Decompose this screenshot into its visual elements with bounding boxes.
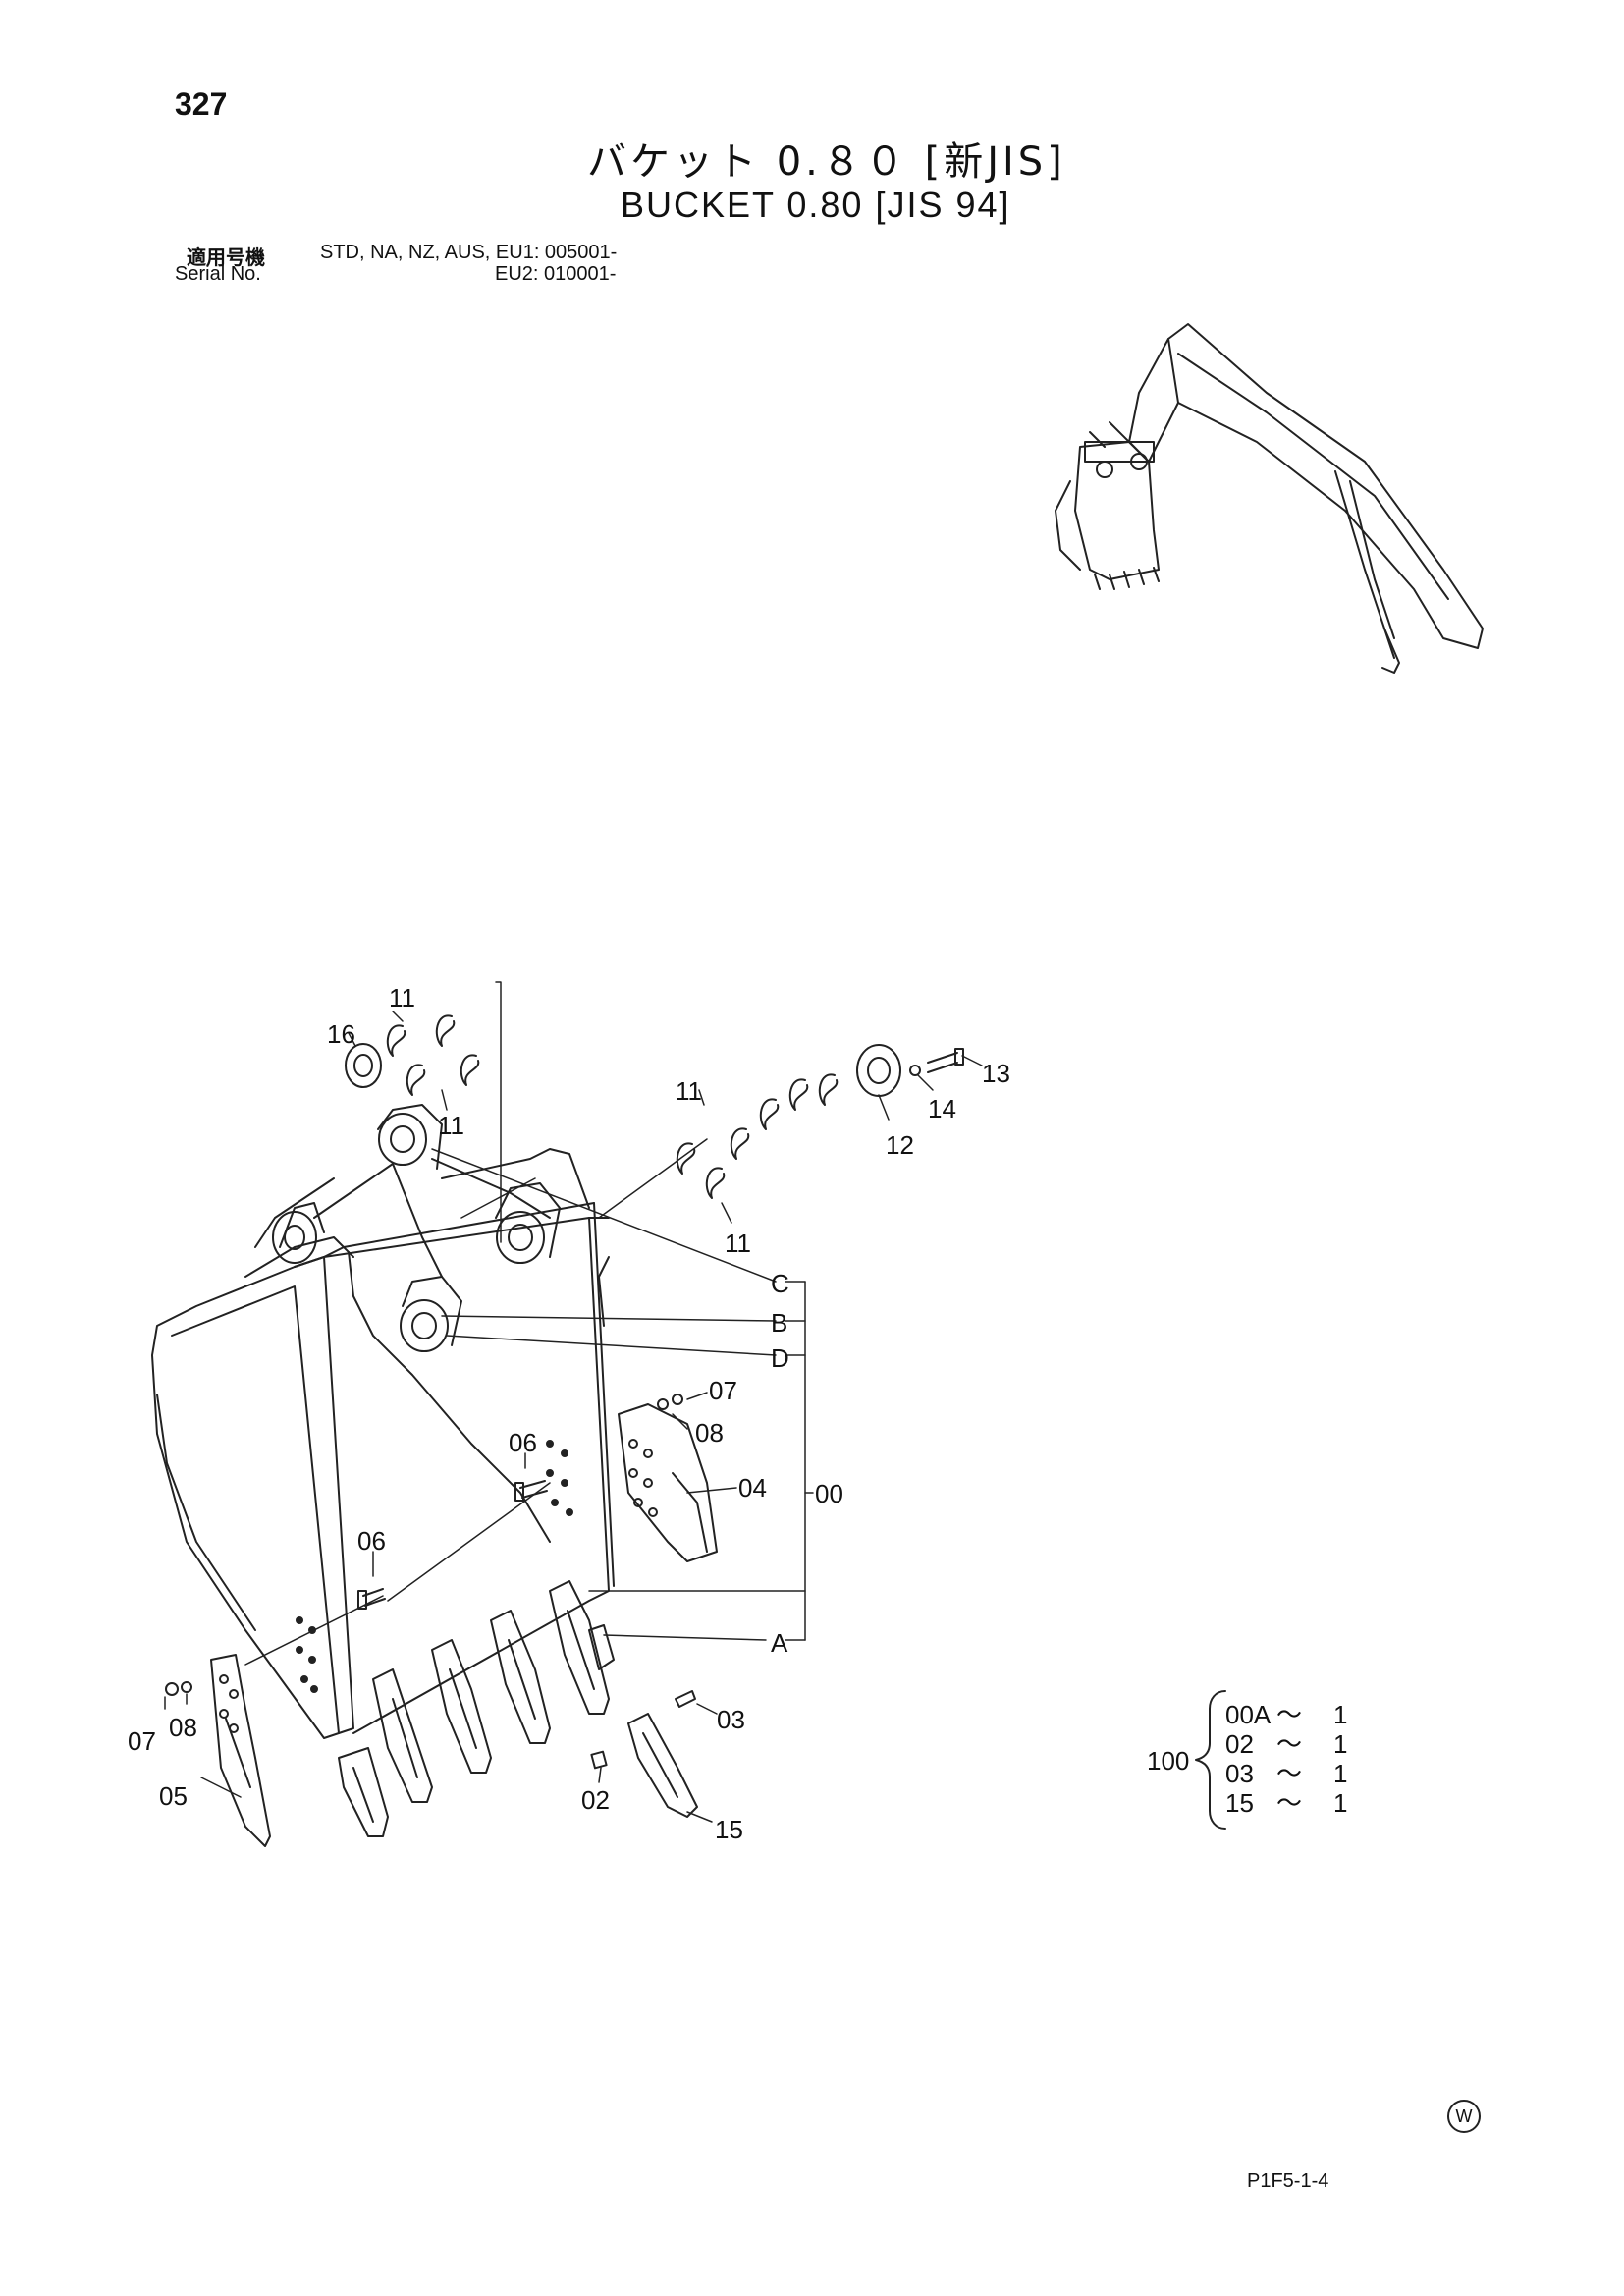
kit-row-part: 03 <box>1225 1759 1254 1788</box>
serial-eu2-line: EU2: 010001- <box>495 263 617 285</box>
callout-06: 06 <box>357 1526 386 1556</box>
serial-label-japanese: 適用号機 <box>187 246 265 269</box>
shims-upper-right <box>676 1044 964 1199</box>
kit-row-tilde: ～ <box>1276 1729 1302 1759</box>
title-japanese: バケット 0.８０ [新JIS] <box>587 139 1066 185</box>
kit-row-part: 02 <box>1225 1729 1254 1759</box>
bucket-body <box>151 1177 615 1739</box>
callout-05: 05 <box>159 1781 188 1811</box>
serial-label-english: Serial No. <box>175 263 261 285</box>
callout-06: 06 <box>509 1428 537 1457</box>
callout-D: D <box>771 1343 789 1373</box>
callout-07: 07 <box>128 1726 156 1756</box>
kit-brace <box>1195 1690 1226 1830</box>
serial-models-line: STD, NA, NZ, AUS, EU1: 005001- <box>320 242 618 263</box>
bucket-bosses <box>272 1104 590 1352</box>
callout-08: 08 <box>169 1713 197 1742</box>
shims-upper-left <box>345 1014 480 1096</box>
kit-row-tilde: ～ <box>1276 1788 1302 1818</box>
kit-row-part: 15 <box>1225 1788 1254 1818</box>
side-cutter-left <box>210 1654 271 1847</box>
callout-03: 03 <box>717 1705 745 1734</box>
kit-row-tilde: ～ <box>1276 1759 1302 1788</box>
callout-08: 08 <box>695 1418 724 1448</box>
kit-row-qty: 1 <box>1333 1788 1347 1818</box>
callout-11: 11 <box>389 983 415 1012</box>
kit-row-part: 00A <box>1225 1700 1272 1729</box>
excavator-arm-thumbnail <box>1055 323 1484 674</box>
bucket-teeth <box>338 1580 615 1837</box>
callout-labels: 11 16 11 11 11 12 14 13 C B D 07 08 06 0… <box>128 983 1010 1844</box>
callout-14: 14 <box>928 1094 956 1123</box>
bucket-bolt-holes <box>296 1440 573 1693</box>
side-cutter-right <box>618 1403 718 1562</box>
kit-row-qty: 1 <box>1333 1700 1347 1729</box>
kit-code: 100 <box>1147 1746 1189 1776</box>
callout-C: C <box>771 1269 789 1298</box>
callout-15: 15 <box>715 1815 743 1844</box>
replacement-tooth <box>590 1690 698 1818</box>
callout-A: A <box>771 1628 788 1658</box>
page-number: 327 <box>175 86 228 122</box>
callout-11: 11 <box>725 1229 751 1258</box>
callout-13: 13 <box>982 1059 1010 1088</box>
callout-07: 07 <box>709 1376 737 1405</box>
leader-lines <box>164 981 983 1823</box>
callout-B: B <box>771 1308 787 1338</box>
w-mark-icon: W <box>1447 2100 1481 2133</box>
title-english: BUCKET 0.80 [JIS 94] <box>621 185 1011 225</box>
callout-02: 02 <box>581 1785 610 1815</box>
callout-12: 12 <box>886 1130 914 1160</box>
callout-16: 16 <box>327 1019 355 1049</box>
kit-table: 100 00A ～ 1 02 ～ 1 03 ～ 1 15 ～ 1 <box>1147 1700 1347 1818</box>
page-code: P1F5-1-4 <box>1247 2170 1329 2192</box>
kit-row-qty: 1 <box>1333 1729 1347 1759</box>
callout-11: 11 <box>438 1111 464 1140</box>
fasteners <box>165 1394 683 1696</box>
callout-11: 11 <box>676 1076 702 1106</box>
callout-00: 00 <box>815 1479 843 1508</box>
kit-row-tilde: ～ <box>1276 1700 1302 1729</box>
kit-row-qty: 1 <box>1333 1759 1347 1788</box>
callout-04: 04 <box>738 1473 767 1503</box>
